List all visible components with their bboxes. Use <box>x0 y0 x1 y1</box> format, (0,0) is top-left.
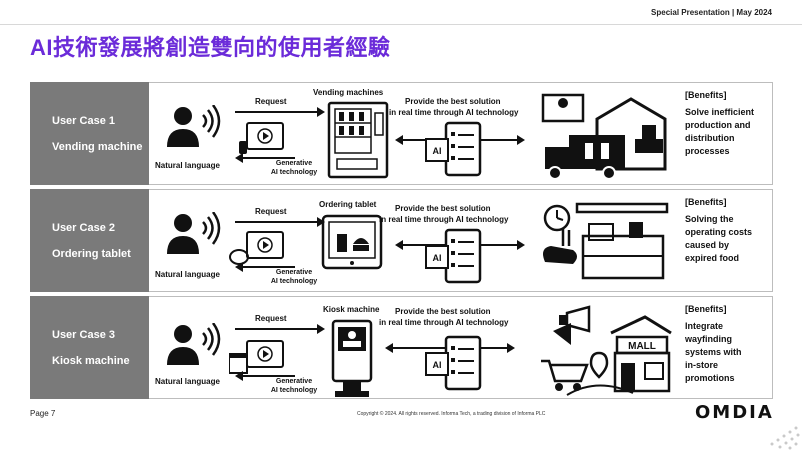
mall-sign: MALL <box>628 341 656 352</box>
natural-language-label: Natural language <box>155 377 220 386</box>
response-arrow-icon <box>235 262 295 272</box>
request-label: Request <box>255 207 287 216</box>
benefit-line: in-store <box>685 360 719 370</box>
ai-checklist-icon: AI <box>425 335 482 391</box>
benefit-title: [Benefits] <box>685 197 727 207</box>
header-meta: Special Presentation | May 2024 <box>651 8 772 17</box>
page-title: AI技術發展將創造雙向的使用者經驗 <box>30 35 391 60</box>
benefit-line: promotions <box>685 373 735 383</box>
vending-machine-icon <box>327 101 389 179</box>
use-case-label: User Case 2 Ordering tablet <box>30 189 149 292</box>
use-case-label: User Case 1 Vending machine <box>30 82 149 185</box>
use-case-number: User Case 1 <box>52 114 115 127</box>
natural-language-label: Natural language <box>155 161 220 170</box>
restaurant-kitchen-icon <box>543 202 669 280</box>
page-number: Page 7 <box>30 409 56 418</box>
use-case-label: User Case 3 Kiosk machine <box>30 296 149 399</box>
response-arrow-icon <box>235 371 295 381</box>
benefit-title: [Benefits] <box>685 304 727 314</box>
use-case-name: Ordering tablet <box>52 247 131 260</box>
use-case-number: User Case 2 <box>52 221 115 234</box>
speaking-person-icon <box>167 323 221 365</box>
request-label: Request <box>255 314 287 323</box>
food-video-icon <box>229 231 284 265</box>
use-case-name: Kiosk machine <box>52 354 130 367</box>
ai-checklist-icon: AI <box>425 121 482 177</box>
request-arrow-icon <box>235 107 325 117</box>
request-arrow-icon <box>235 324 325 334</box>
natural-language-label: Natural language <box>155 270 220 279</box>
benefit-line: wayfinding <box>685 334 732 344</box>
use-case-number: User Case 3 <box>52 328 115 341</box>
mall-wayfinding-icon: MALL <box>541 305 672 396</box>
solution-line-1: Provide the best solution <box>395 307 491 316</box>
use-case-row-2: User Case 2 Ordering tablet Natural lang… <box>30 189 773 292</box>
solution-line-2: in real time through AI technology <box>379 215 509 224</box>
store-video-icon <box>229 340 284 374</box>
benefit-line: Integrate <box>685 321 724 331</box>
use-case-name: Vending machine <box>52 140 143 153</box>
device-label: Vending machines <box>313 88 384 97</box>
benefit-line: Solving the <box>685 214 734 224</box>
benefit-title: [Benefits] <box>685 90 727 100</box>
solution-line-2: in real time through AI technology <box>379 318 509 327</box>
benefit-block: [Benefits] Integrate wayfinding systems … <box>685 303 773 385</box>
solution-line-1: Provide the best solution <box>395 204 491 213</box>
benefit-line: processes <box>685 146 730 156</box>
device-label: Ordering tablet <box>319 200 377 209</box>
kiosk-machine-icon <box>331 319 373 397</box>
ai-chip-label: AI <box>433 253 442 263</box>
ai-chip-label: AI <box>433 146 442 156</box>
benefit-line: expired food <box>685 253 740 263</box>
ai-checklist-icon: AI <box>425 228 482 284</box>
header-divider <box>0 24 802 25</box>
use-case-row-3: User Case 3 Kiosk machine Natural langua… <box>30 296 773 399</box>
use-case-row-1: User Case 1 Vending machine Natural lang… <box>30 82 773 185</box>
copyright-text: Copyright © 2024. All rights reserved. I… <box>357 411 546 417</box>
benefit-line: operating costs <box>685 227 753 237</box>
benefit-block: [Benefits] Solving the operating costs c… <box>685 196 773 265</box>
decorative-dots <box>770 426 800 450</box>
benefit-line: distribution <box>685 133 735 143</box>
request-arrow-icon <box>235 217 325 227</box>
benefit-line: systems with <box>685 347 742 357</box>
solution-line-1: Provide the best solution <box>405 97 501 106</box>
request-label: Request <box>255 97 287 106</box>
warehouse-truck-icon <box>541 93 667 180</box>
benefit-line: Solve inefficient <box>685 107 755 117</box>
ai-chip-label: AI <box>433 360 442 370</box>
benefit-line: production and <box>685 120 751 130</box>
speaking-person-icon <box>167 105 221 147</box>
ordering-tablet-icon <box>321 214 383 270</box>
omdia-logo: OMDIA <box>695 402 774 423</box>
solution-line-2: in real time through AI technology <box>389 108 519 117</box>
speaking-person-icon <box>167 212 221 254</box>
benefit-block: [Benefits] Solve inefficient production … <box>685 89 773 158</box>
device-label: Kiosk machine <box>323 305 380 314</box>
video-screen-icon <box>239 122 284 154</box>
response-arrow-icon <box>235 153 295 163</box>
benefit-line: caused by <box>685 240 730 250</box>
